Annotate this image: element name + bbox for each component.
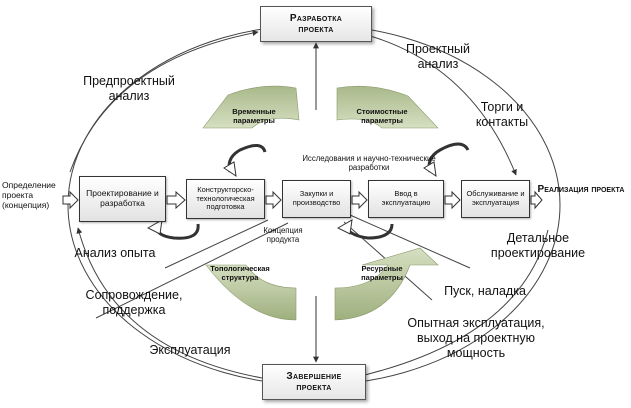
- label-project-analysis: Проектный анализ: [405, 42, 471, 71]
- node-top: Разработка проекта: [260, 6, 372, 42]
- stage-5-box: Обслуживание и эксплуатация: [461, 180, 530, 218]
- feedback-arrow-1-head: [223, 161, 237, 178]
- feedback-arrow-4-head: [336, 219, 353, 235]
- ring-arrow-bottom-right: [351, 229, 549, 380]
- green-arrow-bottom-left: [205, 264, 297, 321]
- node-bottom: Завершение проекта: [262, 364, 366, 400]
- ring-arrow-top-left: [69, 30, 259, 173]
- flow-arrow-1: [166, 190, 186, 210]
- green-arrow-bottom-right: [334, 247, 439, 321]
- feedback-arrow-3: [154, 223, 200, 240]
- label-trial-operation: Опытная эксплуатация, выход на проектную…: [407, 316, 545, 360]
- stage-3-box: Закупки и производство: [282, 180, 351, 218]
- note-research: Исследования и научно-технические разраб…: [302, 154, 436, 173]
- flow-arrow-3: [351, 190, 368, 210]
- param-time: Временные параметры: [232, 107, 276, 125]
- stage-2-box: Конструкторско-технологическая подготовк…: [186, 179, 265, 219]
- param-resources: Ресурсные параметры: [361, 264, 403, 282]
- label-commissioning: Пуск, наладка: [444, 284, 526, 298]
- ring-arrow-top-right: [355, 31, 517, 176]
- label-tenders: Торги и контакты: [475, 100, 529, 129]
- diag-line-right-1: [349, 214, 471, 269]
- param-topology: Топологическая структура: [210, 264, 270, 282]
- flow-arrow-4: [444, 190, 461, 210]
- flow-arrow-2: [265, 190, 282, 210]
- stage-1-box: Проектирование и разработка: [79, 176, 166, 222]
- label-operation: Эксплуатация: [149, 343, 231, 357]
- start-label: Определение проекта (концепция): [2, 180, 56, 211]
- green-arrow-top-right: [336, 85, 439, 129]
- green-arrow-top-left: [202, 85, 300, 129]
- label-detailed-design: Детальное проектирование: [490, 231, 586, 260]
- ring-arrow-bottom-left: [76, 227, 263, 379]
- end-label: Реализация проекта: [537, 184, 625, 195]
- label-support: Сопровождение, поддержка: [85, 288, 183, 317]
- param-cost: Стоимостные параметры: [356, 107, 408, 125]
- feedback-arrow-3-head: [146, 219, 163, 235]
- note-product-concept: Концепция продукта: [263, 226, 303, 245]
- feedback-arrow-2-head: [423, 161, 437, 178]
- flow-arrow-5: [530, 190, 543, 210]
- flow-arrow-0: [62, 190, 79, 210]
- label-preproject: Предпроектный анализ: [83, 74, 175, 103]
- label-experience: Анализ опыта: [74, 246, 156, 260]
- stage-4-box: Ввод в эксплуатацию: [368, 180, 444, 218]
- diag-line-bottom-left: [95, 222, 289, 319]
- diag-line-top-left: [164, 219, 269, 269]
